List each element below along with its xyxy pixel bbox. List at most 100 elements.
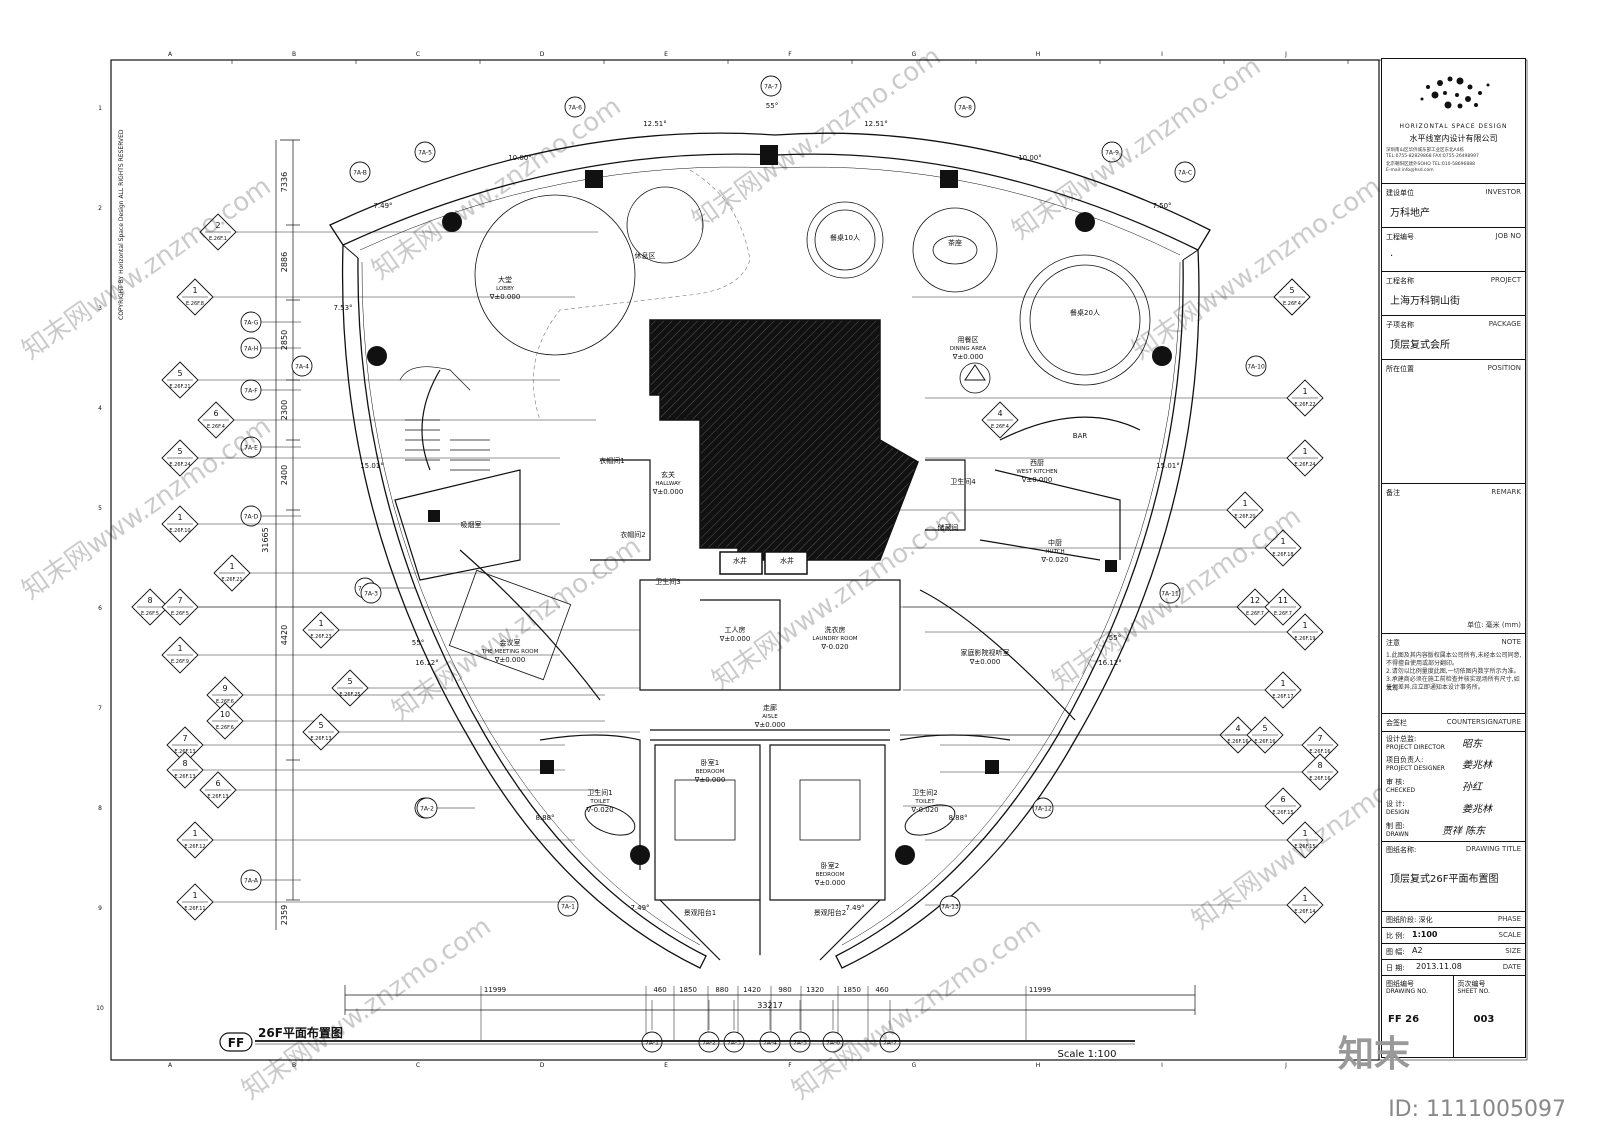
room-name-en: TOILET [589, 799, 610, 805]
section-tag-sheet: E.26F.5 [141, 611, 159, 617]
room-level: ∇±0.000 [652, 488, 684, 496]
tb-investor: 建设单位 INVESTOR 万科地产 [1382, 183, 1525, 227]
watermark-text: 知末网www.znzmo.com [237, 911, 497, 1105]
room-label: 景观阳台1 [684, 908, 716, 917]
room-level: ∇-0.020 [1040, 556, 1068, 564]
angle-label: 12.51° [864, 120, 888, 128]
room-name-cn: 卫生间3 [655, 577, 680, 586]
axis-bubble [1032, 797, 1054, 819]
room-name-cn: 中厨 [1048, 538, 1062, 547]
col-letter-top: D [540, 51, 545, 58]
col-letter-top: H [1036, 51, 1041, 58]
axis-bubble-label: 7A-7 [764, 84, 778, 91]
tb-date: 日 期: 2013.11.08 DATE [1382, 959, 1525, 975]
col-letter-top: J [1284, 51, 1287, 58]
tb-size: 图 幅: A2 SIZE [1382, 943, 1525, 959]
section-tag-number: 1 [1280, 537, 1285, 546]
dining-table-20 [1019, 254, 1151, 386]
room-label: 家庭影院视听室∇±0.000 [961, 648, 1010, 666]
axis-bubble [291, 355, 313, 377]
room-label: 衣帽间2 [620, 530, 645, 539]
axis-bubble-label: 7A-7 [883, 1040, 897, 1047]
bottom-dim-label: 1850 [843, 986, 861, 994]
room-name-cn: 水井 [780, 556, 794, 565]
section-tag-sheet: E.26F.19 [1294, 636, 1315, 642]
axis-bubble-label: 7A-C [1178, 170, 1192, 177]
section-tag-sheet: E.26F.18 [1272, 552, 1293, 558]
lobby-seating [474, 186, 704, 356]
axis-bubble [240, 505, 262, 527]
angle-label: 55° [766, 102, 778, 110]
room-label: 茶座 [948, 238, 962, 247]
room-label: 工人房∇±0.000 [719, 625, 751, 643]
axis-bubble-label: 7A-3 [727, 1040, 741, 1047]
room-level: ∇-0.020 [820, 643, 848, 651]
axis-bubble [939, 895, 961, 917]
room-label: 卫生间3 [655, 577, 680, 586]
axis-bubble [240, 311, 262, 333]
north-arrow-icon [964, 364, 986, 381]
room-name-cn: 卧室2 [821, 861, 839, 870]
room-name-cn: 玄关 [661, 470, 675, 479]
axis-bubble [240, 869, 262, 891]
room-level: ∇±0.000 [969, 658, 1001, 666]
section-tag-sheet: E.26F.7 [1274, 611, 1292, 617]
angle-label: 7.50° [1152, 202, 1171, 210]
building-outline [329, 132, 1211, 969]
section-tag-sheet: E.26F.16 [1227, 739, 1248, 745]
row-number: 7 [98, 705, 102, 712]
section-tag-sheet: E.26F.6 [216, 699, 234, 705]
axis-bubble-label: 7A-9 [1105, 150, 1119, 157]
interior-walls [394, 369, 1141, 961]
axis-bubble-label: 7A-6 [826, 1040, 840, 1047]
tb-numbers: 图纸编号 DRAWING NO. FF 26 页次编号 SHEET NO. 00… [1382, 975, 1525, 1057]
section-tag-number: 2 [215, 221, 220, 230]
section-tag-number: 12 [1250, 596, 1260, 605]
shaft-box-1 [719, 551, 763, 575]
bottom-dim-label: 1420 [743, 986, 761, 994]
room-level: ∇±0.000 [694, 776, 726, 784]
axis-bubble [557, 895, 579, 917]
axis-bubble-label: 7A-H [244, 346, 258, 353]
drawing-title-block: FF 26F平面布置图 Scale 1:100 [219, 1025, 1135, 1060]
room-level: ∇±0.000 [952, 353, 984, 361]
tea-table [912, 207, 998, 293]
room-name-cn: 储藏间 [938, 523, 959, 532]
col-letter-top: A [168, 51, 173, 58]
left-dim-label: 31665 [261, 527, 270, 552]
room-name-cn: 景观阳台2 [814, 908, 846, 917]
axis-bubble [240, 337, 262, 359]
section-tag-sheet: E.26F.22 [1294, 402, 1315, 408]
section-tag-number: 5 [318, 721, 323, 730]
room-label: 景观阳台2 [814, 908, 846, 917]
section-tag-number: 8 [147, 596, 152, 605]
axis-bubble-label: 7A-A [244, 878, 259, 885]
room-name-cn: 休息区 [635, 251, 656, 260]
section-tag-number: 1 [1302, 829, 1307, 838]
section-tag-sheet: E.26F.13 [310, 736, 331, 742]
col-letter-top: I [1161, 51, 1163, 58]
section-tag-number: 11 [1278, 596, 1288, 605]
section-tag-sheet: E.26F.24 [1294, 462, 1315, 468]
left-dim-label: 2359 [280, 905, 289, 925]
section-tag-number: 1 [1280, 679, 1285, 688]
room-name-en: WEST KITCHEN [1016, 469, 1057, 475]
axis-bubble [564, 96, 586, 118]
angle-label: 7.49° [630, 904, 649, 912]
col-letter-bottom: E [664, 1062, 668, 1069]
copyright-note: COPYRIGHT BY Horizontal Space Design ALL… [118, 129, 125, 320]
section-tag-sheet: E.26F.16 [1309, 776, 1330, 782]
room-name-en: BEDROOM [696, 769, 725, 775]
section-tag-number: 1 [1302, 621, 1307, 630]
col-letter-bottom: D [540, 1062, 545, 1069]
section-tag-sheet: E.26F.4 [991, 424, 1009, 430]
section-tag-sheet: E.26F.5 [171, 611, 189, 617]
watermark-brand: 知末 [1337, 1034, 1410, 1075]
